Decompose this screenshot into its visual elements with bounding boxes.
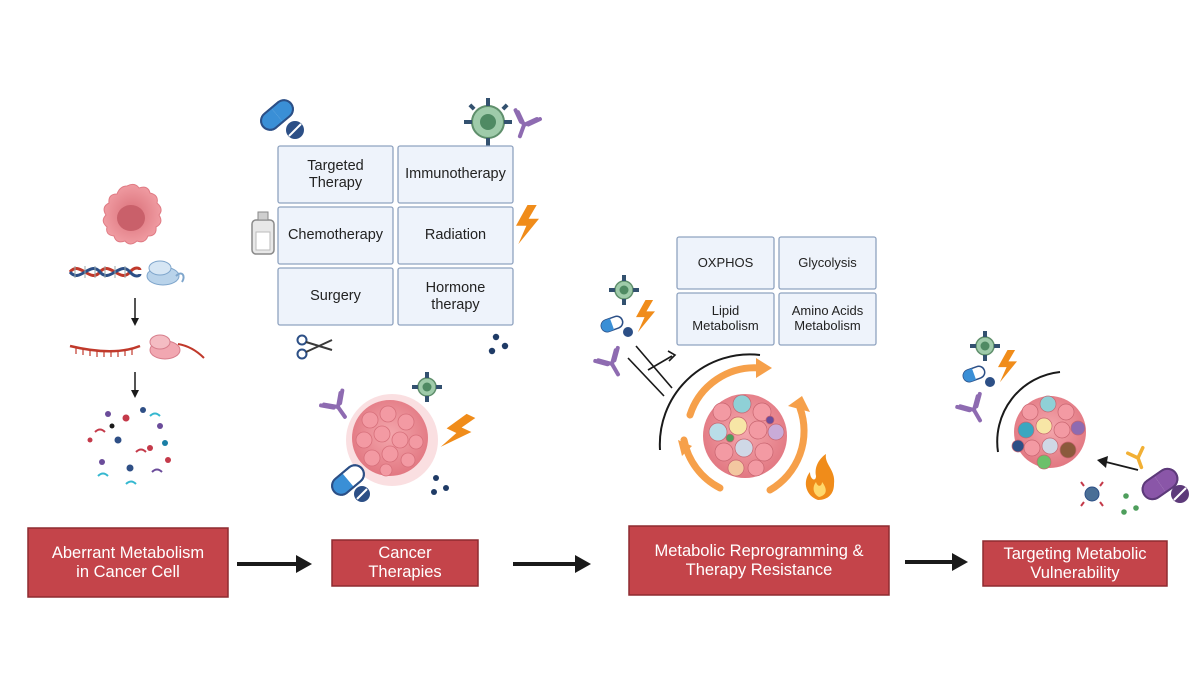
antibody-icon-top [505, 108, 542, 143]
immune-cell-icon-stage4 [969, 330, 1001, 362]
stage-box-2 [331, 539, 479, 587]
box-hormone-therapy [397, 267, 514, 326]
box-lipid-metabolism [676, 292, 775, 346]
box-radiation [397, 206, 514, 265]
flow-arrow-3 [905, 553, 968, 571]
arrow-down-1 [131, 298, 139, 326]
pill-icon-stage3 [600, 315, 633, 337]
iv-bag-icon [251, 211, 275, 255]
hormone-dots-icon [488, 333, 509, 355]
flow-arrow-2 [513, 555, 591, 573]
pill-icon-top [260, 99, 304, 139]
immune-cell-icon-stage2 [411, 371, 443, 403]
antibody-icon-yellow [1125, 445, 1145, 470]
target-arrow [1097, 456, 1139, 471]
antibody-icon-stage2 [319, 388, 358, 427]
resistance-arrows [627, 345, 677, 397]
pill-icon-stage4 [962, 365, 995, 387]
box-immunotherapy [397, 145, 514, 204]
box-chemotherapy [277, 206, 394, 265]
barrier-arc-stage3 [658, 353, 761, 451]
pill-icon-stage2 [331, 464, 370, 502]
stage-box-4 [982, 540, 1168, 587]
stage-box-3 [628, 525, 890, 596]
barrier-arc-stage4 [996, 371, 1061, 453]
box-amino-acids-metabolism [778, 292, 877, 346]
immune-cell-icon-bottom [1080, 481, 1104, 507]
flame-icon [805, 454, 835, 500]
box-glycolysis [778, 236, 877, 290]
box-surgery [277, 267, 394, 326]
pill-icon-purple [1141, 467, 1189, 503]
lightning-icon-stage4 [998, 350, 1017, 383]
ribosome-icon [146, 260, 185, 286]
tumor-icon-stage3 [703, 394, 787, 478]
immune-cell-icon-top [464, 98, 512, 146]
arrow-down-2 [131, 372, 139, 398]
antibody-icon-stage4 [955, 391, 994, 429]
scissors-icon [296, 334, 333, 360]
flow-arrow-1 [237, 555, 312, 573]
cancer-cell-icon [102, 183, 162, 245]
box-oxphos [676, 236, 775, 290]
metabolites-icon [87, 407, 171, 485]
lightning-icon-grid [516, 205, 539, 245]
immune-cell-icon-stage3 [608, 274, 640, 306]
metabolite-dots-stage4 [1121, 493, 1139, 515]
tumor-icon-stage4 [1011, 395, 1086, 470]
stage-box-1 [27, 527, 229, 598]
dna-icon [68, 266, 142, 278]
lightning-icon-stage3 [636, 300, 655, 333]
cycle-arrowheads [678, 358, 810, 456]
hormone-dots-stage2 [431, 475, 449, 495]
tumor-icon-stage2 [346, 394, 438, 486]
antibody-icon-stage3 [593, 345, 632, 383]
box-targeted-therapy [277, 145, 394, 204]
mrna-icon [69, 334, 205, 360]
lightning-icon-stage2 [438, 408, 478, 456]
